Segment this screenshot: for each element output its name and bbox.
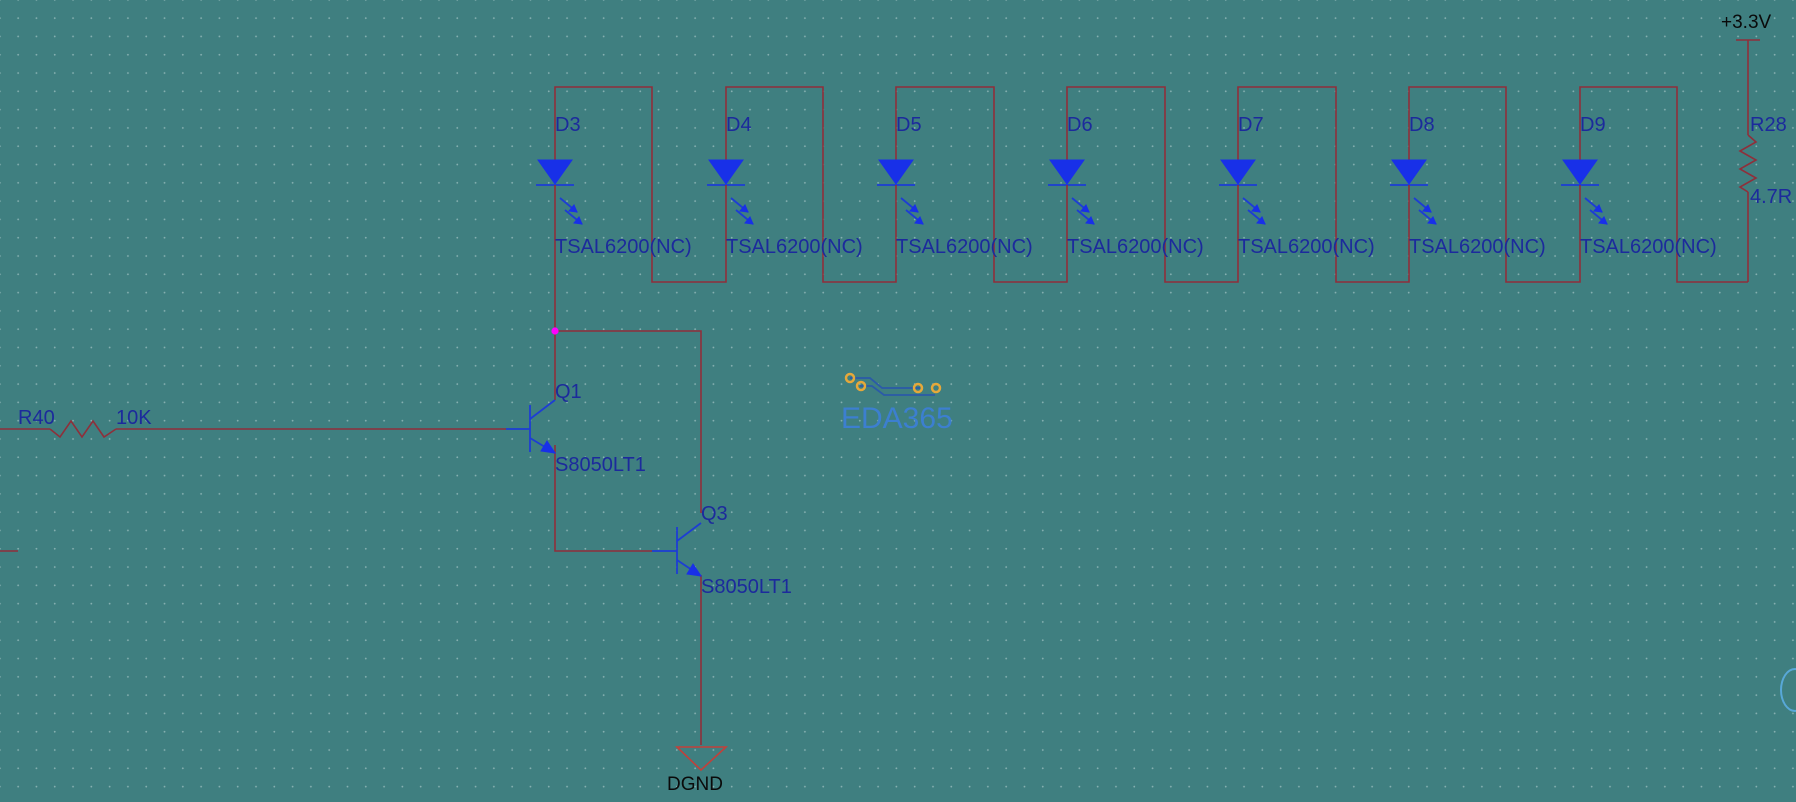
r40-value: 10K: [116, 407, 152, 429]
q3-designator: Q3: [701, 503, 728, 525]
d7-part: TSAL6200(NC): [1238, 236, 1375, 258]
ground-dgnd[interactable]: DGND: [667, 746, 729, 795]
d4-part: TSAL6200(NC): [726, 236, 863, 258]
led-d4[interactable]: D4 TSAL6200(NC): [707, 114, 863, 258]
led-d9[interactable]: D9 TSAL6200(NC): [1561, 114, 1717, 258]
d8-part: TSAL6200(NC): [1409, 236, 1546, 258]
led-d7[interactable]: D7 TSAL6200(NC): [1219, 114, 1375, 258]
d3-part: TSAL6200(NC): [555, 236, 692, 258]
d6-part: TSAL6200(NC): [1067, 236, 1204, 258]
resistor-r40[interactable]: R40 10K: [18, 407, 152, 439]
d9-designator: D9: [1580, 114, 1606, 136]
q1-designator: Q1: [555, 381, 582, 403]
led-chain-wires: [554, 86, 1748, 331]
q3-part: S8050LT1: [701, 576, 792, 598]
junction-dot: [551, 327, 559, 335]
r28-designator: R28: [1750, 114, 1787, 136]
led-d5[interactable]: D5 TSAL6200(NC): [877, 114, 1033, 258]
r40-designator: R40: [18, 407, 55, 429]
d5-part: TSAL6200(NC): [896, 236, 1033, 258]
d7-designator: D7: [1238, 114, 1264, 136]
d4-designator: D4: [726, 114, 752, 136]
transistor-wires: [0, 330, 702, 745]
led-d3[interactable]: D3 TSAL6200(NC): [536, 114, 692, 258]
d3-designator: D3: [555, 114, 581, 136]
q1-part: S8050LT1: [555, 454, 646, 476]
d9-part: TSAL6200(NC): [1580, 236, 1717, 258]
watermark-text: EDA365: [841, 402, 953, 435]
d6-designator: D6: [1067, 114, 1093, 136]
power-port-3v3[interactable]: +3.3V: [1721, 12, 1772, 64]
led-d8[interactable]: D8 TSAL6200(NC): [1390, 114, 1546, 258]
transistor-q3[interactable]: Q3 S8050LT1: [652, 503, 792, 598]
ground-label: DGND: [667, 774, 723, 795]
transistor-q1[interactable]: Q1 S8050LT1: [506, 381, 646, 476]
d8-designator: D8: [1409, 114, 1435, 136]
led-d6[interactable]: D6 TSAL6200(NC): [1048, 114, 1204, 258]
resistor-r28[interactable]: R28 4.7R: [1738, 64, 1792, 282]
d5-designator: D5: [896, 114, 922, 136]
r28-value: 4.7R: [1750, 186, 1792, 208]
pcb-trace-icon: [844, 372, 942, 396]
power-label: +3.3V: [1721, 12, 1772, 33]
eda365-watermark: EDA365: [841, 372, 953, 435]
